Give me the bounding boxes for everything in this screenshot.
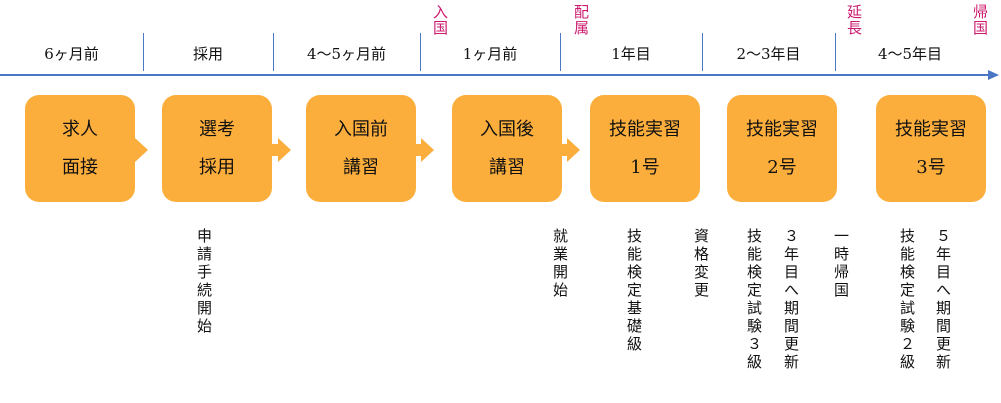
note-text: 技能検定試験２級 <box>898 228 916 372</box>
period-label: 4～5年目 <box>877 45 943 63</box>
stage-title: 求人 <box>62 118 98 140</box>
stage-title: 技能実習 <box>746 118 818 140</box>
stage-subtitle: 採用 <box>199 156 235 178</box>
stage-box: 技能実習 3号 <box>876 95 986 202</box>
stage-box: 求人 面接 <box>25 95 135 202</box>
period-label: 1年目 <box>611 45 651 63</box>
note-text: 技能検定基礎級 <box>625 228 643 354</box>
stage-title: 入国後 <box>480 118 534 140</box>
period-divider <box>560 33 561 71</box>
flow-arrow-icon <box>410 138 434 162</box>
period-divider <box>702 33 703 71</box>
event-marker-assignment: 配属 <box>572 4 590 36</box>
event-marker-entry: 入国 <box>431 4 449 36</box>
flow-arrow-icon <box>267 138 291 162</box>
period-divider <box>143 33 144 71</box>
note-text: 技能検定試験３級 <box>745 228 763 372</box>
stage-subtitle: 講習 <box>343 156 379 178</box>
stage-subtitle: 面接 <box>62 156 98 178</box>
period-label: 6ヶ月前 <box>44 45 99 63</box>
note-text: ５年目へ期間更新 <box>934 228 952 372</box>
stage-box: 入国前 講習 <box>306 95 416 202</box>
stage-title: 技能実習 <box>609 118 681 140</box>
note-text: 就業開始 <box>551 228 569 300</box>
stage-box: 入国後 講習 <box>452 95 562 202</box>
stage-box: 技能実習 1号 <box>590 95 700 202</box>
flow-arrow-icon <box>124 138 148 162</box>
period-divider <box>420 33 421 71</box>
period-label: 2～3年目 <box>736 45 801 63</box>
stage-box: 選考 採用 <box>162 95 272 202</box>
period-divider <box>835 33 836 71</box>
event-marker-return: 帰国 <box>971 4 989 36</box>
note-text: ３年目へ期間更新 <box>782 228 800 372</box>
stage-subtitle: 3号 <box>916 156 946 178</box>
timeline-arrowhead <box>988 70 999 80</box>
stage-subtitle: 1号 <box>630 156 660 178</box>
period-label: 1ヶ月前 <box>462 45 518 63</box>
note-text: 資格変更 <box>692 228 710 300</box>
stage-subtitle: 講習 <box>489 156 525 178</box>
timeline-axis <box>0 74 990 76</box>
event-marker-extension: 延長 <box>845 4 863 36</box>
stage-title: 選考 <box>199 118 235 140</box>
stage-subtitle: 2号 <box>767 156 797 178</box>
stage-title: 入国前 <box>334 118 388 140</box>
stage-title: 技能実習 <box>895 118 967 140</box>
flow-arrow-icon <box>556 138 580 162</box>
period-label: 4～5ヶ月前 <box>306 45 387 63</box>
period-divider <box>273 33 274 71</box>
stage-box: 技能実習 2号 <box>727 95 837 202</box>
note-text: 申請手続開始 <box>195 228 213 336</box>
period-label: 採用 <box>192 45 223 63</box>
note-text: 一時帰国 <box>832 228 850 300</box>
